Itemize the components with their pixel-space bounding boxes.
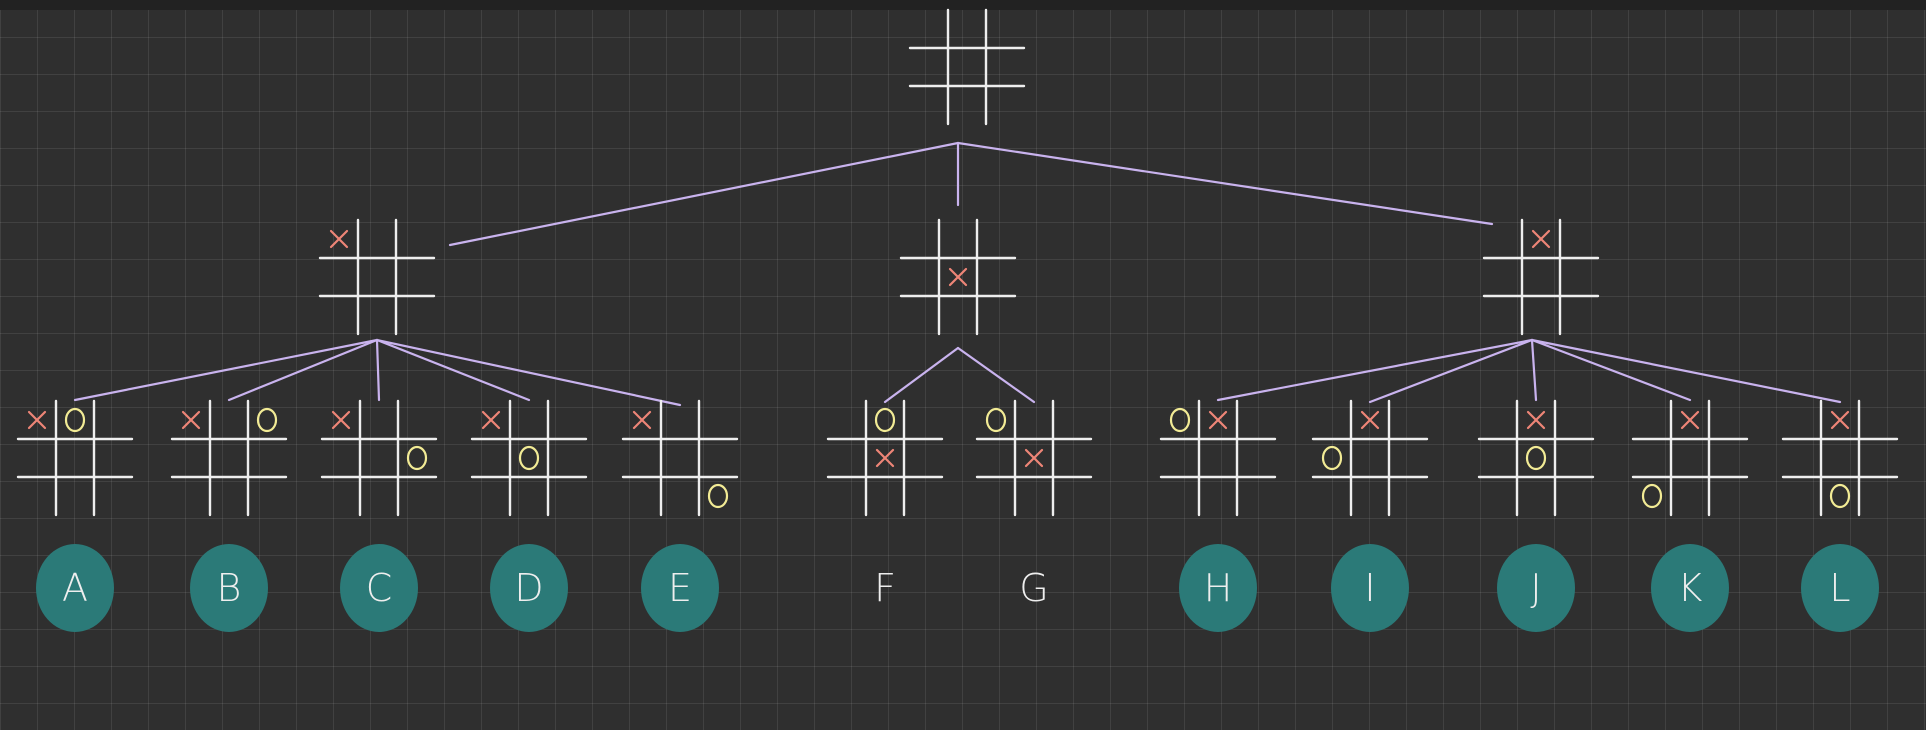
x-mark: [875, 448, 895, 468]
leaf-board-k: [1631, 399, 1749, 517]
leaf-label-text: H: [1204, 566, 1233, 610]
leaf-label-text: B: [217, 566, 242, 610]
leaf-board-l: [1781, 399, 1899, 517]
o-mark: [874, 407, 896, 433]
leaf-board-j: [1477, 399, 1595, 517]
leaf-board-f: [826, 399, 944, 517]
o-mark: [256, 407, 278, 433]
tree-edge: [956, 141, 1494, 226]
o-mark: [64, 407, 86, 433]
o-mark: [518, 445, 540, 471]
board-corner: [318, 218, 436, 336]
tree-boards: [16, 8, 1899, 517]
tree-edge: [1530, 338, 1538, 402]
tree-edge: [1530, 338, 1692, 402]
leaf-board-e: [621, 399, 739, 517]
tree-edge: [73, 338, 379, 402]
highlight-blob: [490, 544, 568, 632]
highlight-blob: [1651, 544, 1729, 632]
tree-edge: [1216, 338, 1534, 402]
leaf-label-h: H: [1179, 544, 1257, 632]
leaf-label-c: C: [340, 544, 418, 632]
x-mark: [181, 410, 201, 430]
leaf-label-text: C: [366, 566, 393, 610]
tree-edge: [375, 338, 381, 402]
x-mark: [1024, 448, 1044, 468]
o-mark: [707, 483, 729, 509]
root-board: [908, 8, 1026, 126]
x-mark: [481, 410, 501, 430]
leaf-label-l: L: [1801, 544, 1879, 632]
x-mark: [1830, 410, 1850, 430]
leaf-label-text: G: [1019, 566, 1048, 610]
board-center: [899, 218, 1017, 336]
leaf-label-text: I: [1364, 566, 1375, 610]
o-mark: [985, 407, 1007, 433]
leaf-label-text: K: [1678, 566, 1703, 610]
x-mark: [1208, 410, 1228, 430]
highlight-blob: [190, 544, 268, 632]
leaf-label-text: E: [668, 566, 692, 610]
highlight-blob: [340, 544, 418, 632]
o-mark: [1321, 445, 1343, 471]
leaf-label-i: I: [1331, 544, 1409, 632]
leaf-label-text: J: [1530, 566, 1541, 610]
tree-edges: [73, 141, 1842, 407]
leaf-board-c: [320, 399, 438, 517]
tree-edge: [1530, 338, 1842, 404]
x-mark: [329, 229, 349, 249]
x-mark: [27, 410, 47, 430]
x-mark: [331, 410, 351, 430]
leaf-label-a: A: [36, 544, 114, 632]
x-mark: [1526, 410, 1546, 430]
o-mark: [1829, 483, 1851, 509]
highlight-blob: [1497, 544, 1575, 632]
tree-edge: [883, 346, 960, 404]
leaf-label-text: L: [1829, 566, 1850, 610]
leaf-label-k: K: [1651, 544, 1729, 632]
leaf-board-a: [16, 399, 134, 517]
leaf-label-f: F: [874, 566, 896, 610]
highlight-blob: [1801, 544, 1879, 632]
highlight-blob: [1179, 544, 1257, 632]
leaf-board-b: [170, 399, 288, 517]
leaf-label-text: F: [874, 566, 896, 610]
x-mark: [1360, 410, 1380, 430]
tree-edge: [956, 346, 1036, 404]
highlight-blob: [641, 544, 719, 632]
tree-edge: [1368, 338, 1534, 404]
leaf-board-h: [1159, 399, 1277, 517]
highlight-blob: [36, 544, 114, 632]
o-mark: [406, 445, 428, 471]
leaf-label-d: D: [490, 544, 568, 632]
leaf-label-text: A: [62, 566, 88, 610]
board-edge: [1482, 218, 1600, 336]
leaf-board-d: [470, 399, 588, 517]
x-mark: [948, 267, 968, 287]
leaf-label-g: G: [1019, 566, 1048, 610]
leaf-label-e: E: [641, 544, 719, 632]
top-bar: [0, 0, 1926, 10]
tree-edge: [448, 141, 960, 247]
x-mark: [1531, 229, 1551, 249]
o-mark: [1525, 445, 1547, 471]
x-mark: [632, 410, 652, 430]
highlight-blob: [1331, 544, 1409, 632]
leaf-board-i: [1311, 399, 1429, 517]
leaf-label-b: B: [190, 544, 268, 632]
tree-edge: [375, 338, 682, 407]
leaf-board-g: [975, 399, 1093, 517]
o-mark: [1641, 483, 1663, 509]
x-mark: [1680, 410, 1700, 430]
tree-edge: [375, 338, 531, 402]
o-mark: [1169, 407, 1191, 433]
leaf-label-text: D: [514, 566, 543, 610]
leaf-labels: A B C D E F G H I J K L: [36, 544, 1879, 632]
leaf-label-j: J: [1497, 544, 1575, 632]
tree-edge: [227, 338, 379, 402]
